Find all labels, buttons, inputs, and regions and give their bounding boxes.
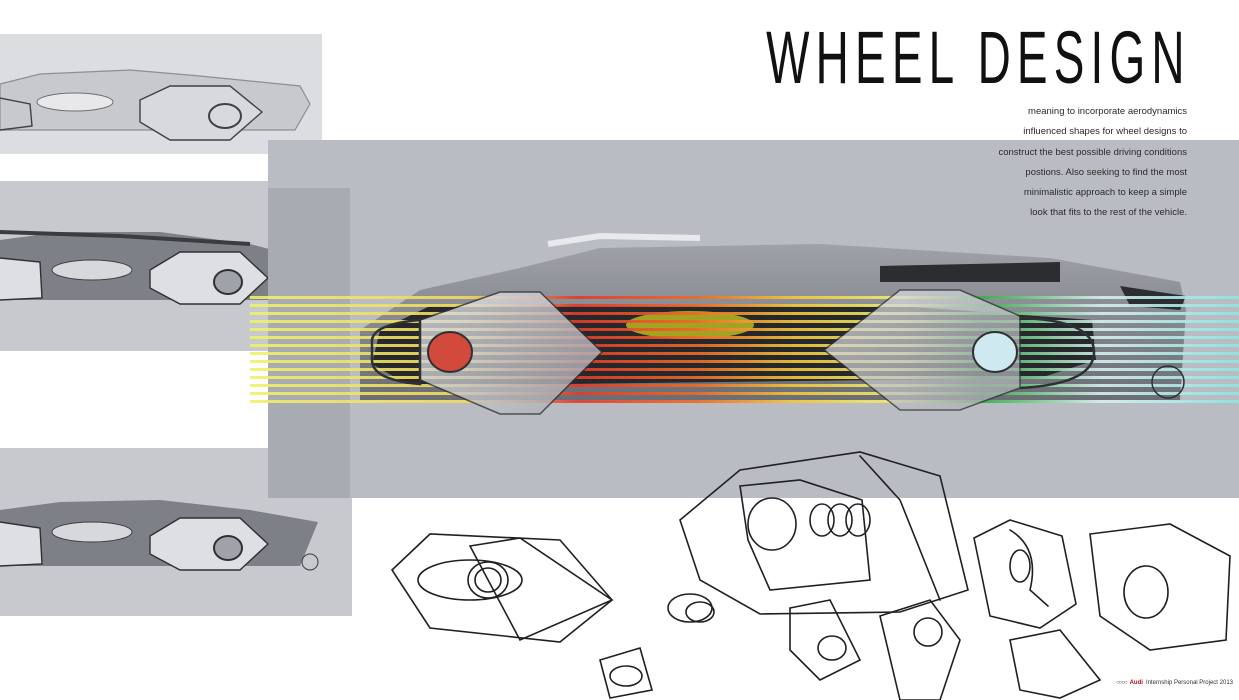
- description-line: influenced shapes for wheel designs to: [1023, 126, 1187, 138]
- thumbnail-sketch-top: [0, 34, 322, 154]
- thumbnail-sketch-bottom: [0, 448, 352, 616]
- description-line: meaning to incorporate aerodynamics: [1028, 106, 1187, 117]
- footer-credit: ○○○○ Audi Internship Personal Project 20…: [1116, 680, 1233, 686]
- pencil-sketches: [390, 451, 1231, 700]
- page-title: WHEEL DESIGN: [766, 16, 1191, 99]
- footer-brand: Audi: [1129, 680, 1143, 686]
- description-line: minimalistic approach to keep a simple: [1023, 187, 1187, 199]
- description-text: meaning to incorporate aerodynamics infl…: [957, 102, 1187, 224]
- wheel-pod-rear: [822, 289, 1185, 411]
- airflow-visualization: [250, 296, 1239, 403]
- description-line: construct the best possible driving cond…: [998, 146, 1187, 158]
- footer-project: Internship Personal Project 2013: [1145, 680, 1233, 686]
- audi-rings-icon: ○○○○: [1116, 680, 1127, 686]
- wheel-pod-front: [370, 291, 604, 415]
- description-line: look that fits to the rest of the vehicl…: [1030, 207, 1187, 219]
- description-line: postions. Also seeking to find the most: [1025, 166, 1187, 178]
